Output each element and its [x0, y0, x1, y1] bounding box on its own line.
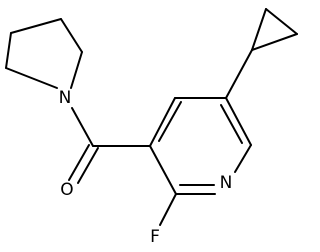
pyrrolidine-ring — [5, 18, 83, 89]
bond-pyrrolidine-c2-c3 — [5, 32, 12, 69]
bond-cyclopropyl-2 — [265, 8, 298, 35]
cyclopropyl-group — [225, 8, 298, 99]
bond-ring-c3-c4 — [149, 97, 176, 147]
amide-linker — [68, 107, 151, 184]
pyridine-nitrogen-label: N — [220, 173, 233, 193]
bond-cyclopropyl-3 — [251, 33, 298, 51]
bond-c5-cyclopropyl — [225, 49, 253, 99]
bond-ring-c2-c3 — [149, 145, 177, 195]
bond-cyclopropyl-1 — [251, 8, 267, 51]
carbonyl-oxygen-label: O — [60, 180, 73, 200]
bond-carbonyl-co-2 — [77, 147, 99, 184]
bond-pyrrolidine-c5-n — [70, 51, 83, 89]
molecule-structure: N O N F — [5, 8, 298, 247]
bond-ring-c5-c6 — [225, 97, 252, 146]
bond-pyrrolidine-c4-c5 — [60, 18, 83, 53]
bond-n-carbonyl-c — [71, 107, 94, 147]
pyridine-ring — [149, 97, 252, 195]
bond-pyrrolidine-n-c2 — [5, 67, 58, 89]
fluorine-label: F — [150, 227, 160, 247]
bond-pyrrolidine-c3-c4 — [10, 18, 62, 34]
bond-c2-f — [159, 193, 177, 226]
pyrrolidine-nitrogen-label: N — [59, 88, 72, 108]
bond-ring-c6-n — [234, 144, 252, 173]
bond-carbonyl-co-1 — [68, 144, 90, 181]
structure-canvas: N O N F — [5, 8, 298, 247]
bond-ring-c3-c4-inner — [158, 101, 182, 142]
bond-ring-c5-c6-inner — [220, 104, 243, 144]
